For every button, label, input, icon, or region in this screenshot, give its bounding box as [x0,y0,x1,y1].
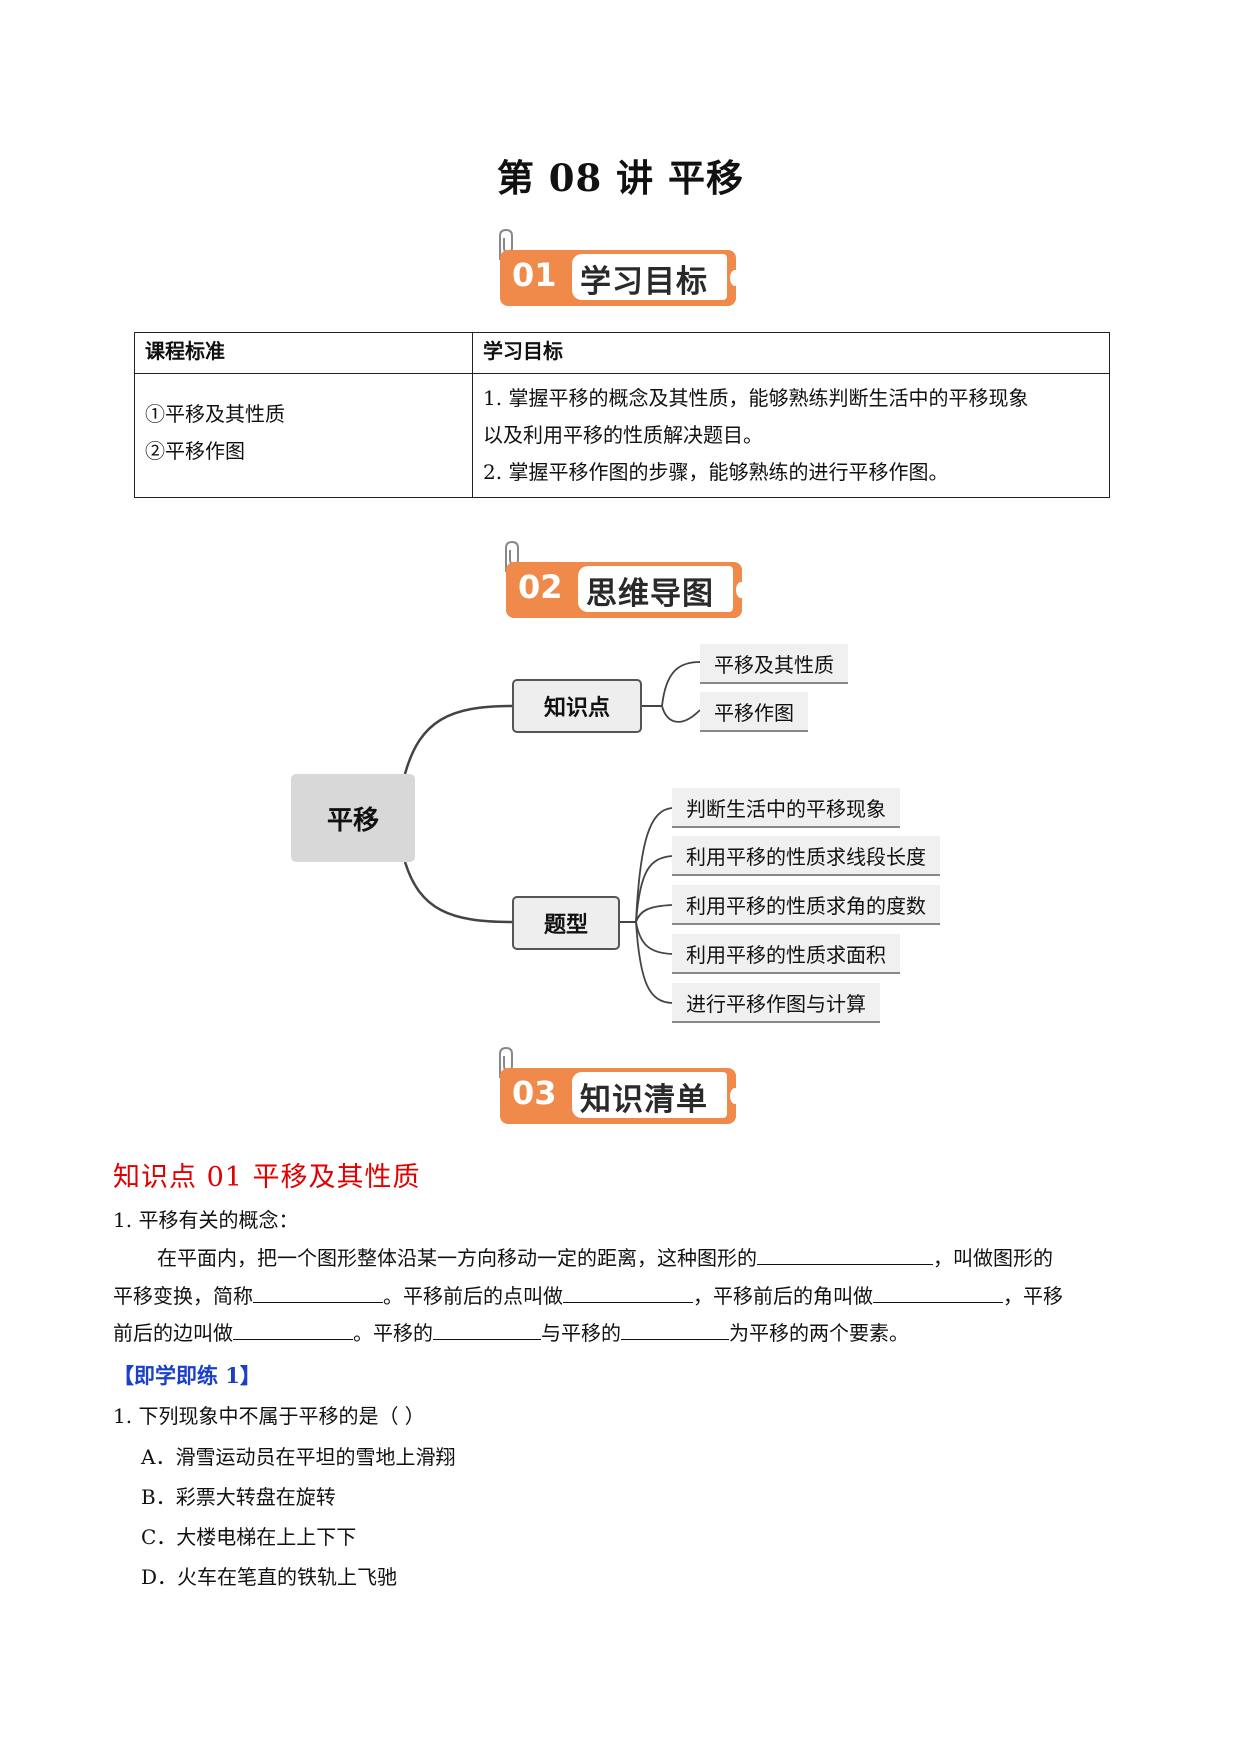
standard-item: ①平移及其性质 [145,402,285,426]
option-a[interactable]: A．滑雪运动员在平坦的雪地上滑翔 [141,1445,456,1469]
table-header-standard: 课程标准 [134,332,473,374]
question-text: 1. 下列现象中不属于平移的是（ ） [113,1404,425,1428]
knowledge-point-title: 知识点 01 平移及其性质 [113,1162,421,1193]
section-banner-knowledge: 03 知识清单 [499,1046,740,1124]
mindmap-leaf: 利用平移的性质求线段长度 [672,836,940,876]
fill-blank[interactable] [757,1242,933,1265]
section-label: 学习目标 [580,264,708,300]
mindmap-root: 平移 [291,774,415,862]
section-banner-goals: 01 学习目标 [499,228,740,306]
fill-blank[interactable] [621,1317,729,1340]
section-number: 03 [512,1074,557,1112]
fill-blank[interactable] [873,1280,1003,1303]
page-title: 第 08 讲 平移 [496,156,745,200]
fill-blank[interactable] [563,1280,693,1303]
objective-line: 2. 掌握平移作图的步骤，能够熟练的进行平移作图。 [483,460,949,484]
paragraph-line-3: 前后的边叫做。平移的与平移的为平移的两个要素。 [113,1315,1113,1352]
mindmap-leaf: 平移及其性质 [700,644,848,684]
fill-blank[interactable] [233,1317,353,1340]
mindmap-leaf: 利用平移的性质求面积 [672,934,900,974]
mindmap-leaf: 利用平移的性质求角的度数 [672,885,940,925]
mindmap-leaf: 进行平移作图与计算 [672,983,880,1023]
mindmap-leaf: 判断生活中的平移现象 [672,788,900,828]
objectives-cell: 1. 掌握平移的概念及其性质，能够熟练判断生活中的平移现象 以及利用平移的性质解… [472,373,1110,498]
mindmap-branch-knowledge: 知识点 [512,679,642,733]
goals-table: 课程标准 学习目标 ①平移及其性质 ②平移作图 1. 掌握平移的概念及其性质，能… [134,332,1110,498]
mindmap-leaf: 平移作图 [700,692,808,732]
objective-line: 1. 掌握平移的概念及其性质，能够熟练判断生活中的平移现象 [483,386,1029,410]
section-number: 02 [518,568,563,606]
option-d[interactable]: D．火车在笔直的铁轨上飞驰 [141,1565,398,1589]
concept-heading: 1. 平移有关的概念： [113,1208,299,1232]
practice-heading: 【即学即练 1】 [113,1363,261,1388]
option-b[interactable]: B．彩票大转盘在旋转 [141,1485,336,1509]
section-label: 思维导图 [586,576,714,612]
fill-blank[interactable] [433,1317,541,1340]
mindmap-branch-question-types: 题型 [512,896,620,950]
paragraph-line-2: 平移变换，简称。平移前后的点叫做，平移前后的角叫做，平移 [113,1278,1133,1315]
paragraph-line-1: 在平面内，把一个图形整体沿某一方向移动一定的距离，这种图形的，叫做图形的 [157,1240,1157,1277]
section-number: 01 [512,256,557,294]
objective-line: 以及利用平移的性质解决题目。 [483,423,763,447]
fill-blank[interactable] [253,1280,383,1303]
section-banner-mindmap: 02 思维导图 [505,540,746,618]
standard-item: ②平移作图 [145,439,245,463]
standards-cell: ①平移及其性质 ②平移作图 [134,373,473,498]
section-label: 知识清单 [580,1082,708,1118]
option-c[interactable]: C．大楼电梯在上上下下 [141,1525,357,1549]
